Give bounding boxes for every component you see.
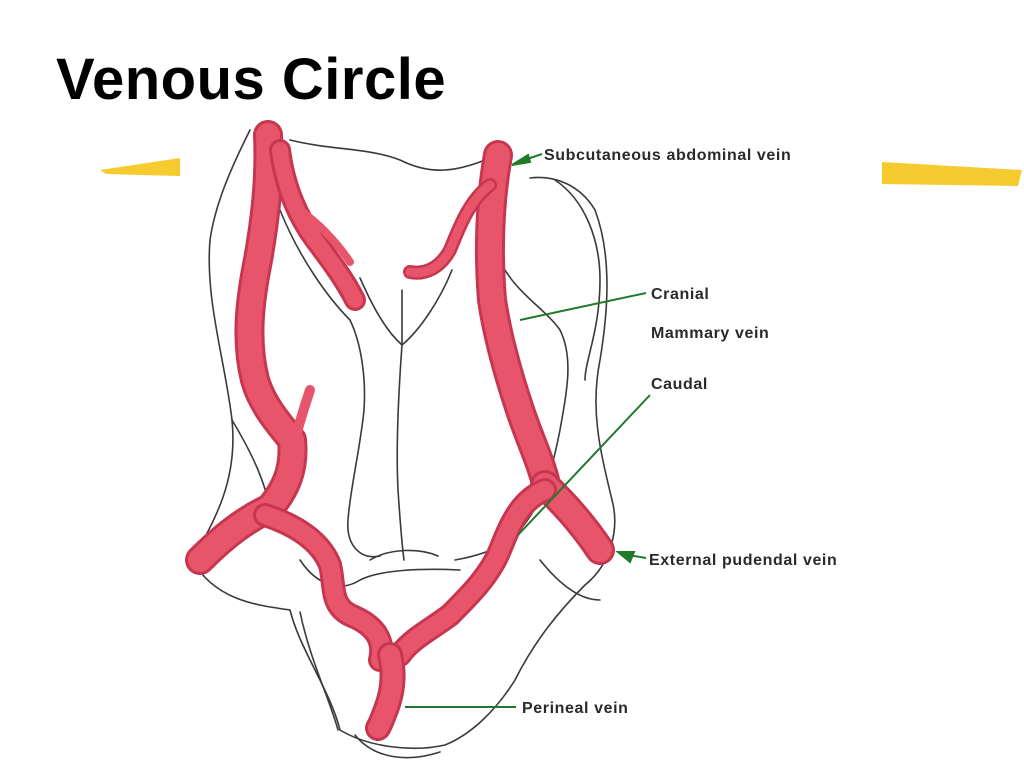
label-cranial: Cranial	[651, 286, 709, 303]
inner-left-quarter	[279, 209, 381, 558]
leader-subcutaneous-arrow	[511, 153, 532, 166]
label-mammary-vein: Mammary vein	[651, 325, 769, 342]
leader-lines	[405, 153, 651, 708]
label-subcutaneous-abdominal-vein: Subcutaneous abdominal vein	[544, 147, 791, 164]
highlighter-right	[882, 162, 1022, 186]
label-caudal: Caudal	[651, 376, 708, 393]
label-external-pudendal-vein: External pudendal vein	[649, 552, 837, 569]
left-side-twig	[290, 385, 315, 445]
right-cranial-branch	[405, 180, 495, 278]
right-caudal-vein	[391, 481, 554, 664]
right-flank	[554, 179, 601, 381]
leader-caudal	[517, 394, 651, 536]
rear-contour	[299, 611, 339, 731]
slide-title: Venous Circle	[56, 47, 447, 112]
left-lower-vein-outline	[253, 503, 394, 672]
highlighter-left	[100, 158, 180, 176]
leader-external-pudendal-arrow	[615, 551, 636, 564]
veins	[185, 120, 615, 741]
highlighter-strokes	[100, 158, 1022, 186]
left-twig	[296, 206, 354, 266]
lower-fold-center	[369, 549, 439, 561]
left-cranial-branch	[272, 142, 363, 308]
right-lower-contour	[539, 559, 601, 601]
right-abdominal-vein	[478, 143, 557, 492]
mid-branch-right	[401, 269, 453, 346]
leader-cranial	[519, 292, 647, 321]
outer-body-outline	[191, 129, 616, 750]
label-perineal-vein: Perineal vein	[522, 700, 629, 717]
perineal-vein	[368, 645, 403, 738]
bottom-edge	[354, 734, 441, 759]
top-contour	[289, 139, 486, 171]
midline	[396, 289, 405, 561]
left-lower-vein	[256, 506, 391, 669]
mid-branch-left	[359, 277, 403, 346]
